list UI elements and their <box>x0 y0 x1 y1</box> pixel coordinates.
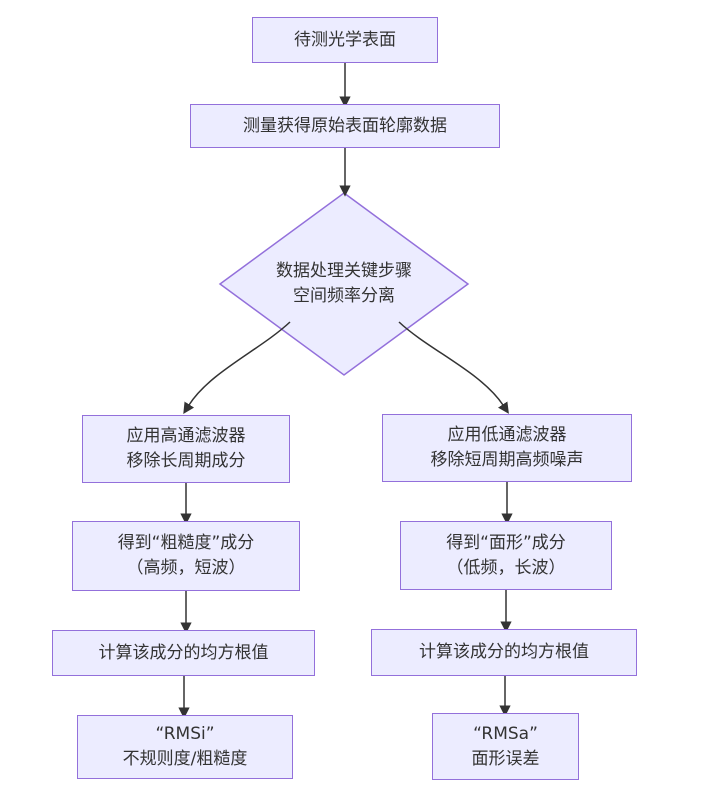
node-decision: 数据处理关键步骤 空间频率分离 <box>244 252 444 316</box>
edge-decision-highpass <box>183 321 291 415</box>
node-start-label: 待测光学表面 <box>294 29 396 50</box>
node-rmsi: “RMSi” 不规则度/粗糙度 <box>77 715 293 779</box>
node-roughness: 得到“粗糙度”成分 （高频，短波） <box>72 521 300 591</box>
node-measure: 测量获得原始表面轮廓数据 <box>190 104 500 148</box>
node-lowpass-label-line2: 移除短周期高频噪声 <box>430 450 584 470</box>
node-rmsi-label-line1: “RMSi” <box>155 724 215 744</box>
node-rms-right: 计算该成分的均方根值 <box>371 629 637 676</box>
node-decision-label-line2: 空间频率分离 <box>293 286 395 306</box>
node-rms-left: 计算该成分的均方根值 <box>52 630 315 676</box>
node-roughness-label-line1: 得到“粗糙度”成分 <box>117 533 255 553</box>
node-figure-label-line2: （低频，长波） <box>446 557 566 578</box>
node-roughness-label-line2: （高频，短波） <box>126 558 246 578</box>
node-figure: 得到“面形”成分 （低频，长波） <box>400 521 612 590</box>
node-highpass-label-line1: 应用高通滤波器 <box>126 426 246 446</box>
node-figure-label-line1: 得到“面形”成分 <box>446 532 566 553</box>
node-rmsi-label-line2: 不规则度/粗糙度 <box>122 749 248 769</box>
edge-decision-lowpass <box>398 321 509 414</box>
node-decision-label-line1: 数据处理关键步骤 <box>276 261 412 281</box>
node-lowpass-label-line1: 应用低通滤波器 <box>447 425 567 445</box>
node-highpass-label-line2: 移除长周期成分 <box>126 451 246 471</box>
node-rmsa-label-line1: “RMSa” <box>473 723 538 744</box>
node-start: 待测光学表面 <box>252 17 438 63</box>
node-rms-left-label: 计算该成分的均方根值 <box>98 642 269 663</box>
node-rmsa: “RMSa” 面形误差 <box>432 713 579 780</box>
node-measure-label: 测量获得原始表面轮廓数据 <box>243 115 447 136</box>
node-rmsa-label-line2: 面形误差 <box>471 748 540 769</box>
node-highpass: 应用高通滤波器 移除长周期成分 <box>82 415 290 483</box>
node-rms-right-label: 计算该成分的均方根值 <box>419 642 589 662</box>
node-lowpass: 应用低通滤波器 移除短周期高频噪声 <box>382 414 632 482</box>
